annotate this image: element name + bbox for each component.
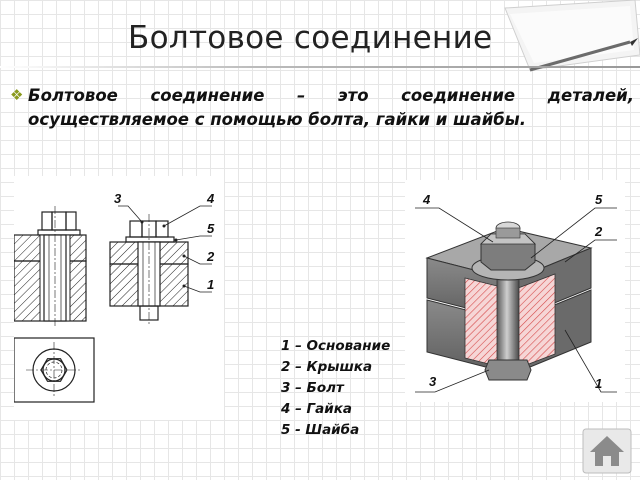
title-divider [0, 66, 640, 68]
top-view [13, 337, 95, 403]
legend-item: 5 - Шайба [281, 422, 360, 438]
drawing-label-2: 2 [206, 249, 215, 264]
orthographic-drawing: 3 4 5 2 1 [13, 176, 224, 420]
home-button[interactable] [582, 428, 632, 474]
isometric-cutaway: 4 5 2 3 1 [405, 180, 625, 402]
bolt-joint-drawing: 3 4 5 2 1 [13, 191, 215, 403]
drawing-label-3: 3 [114, 191, 122, 206]
iso-label-4: 4 [422, 192, 431, 207]
legend-item: 4 – Гайка [281, 401, 352, 417]
bolt-joint-isometric: 4 5 2 3 1 [415, 192, 617, 393]
parts-legend: 1 – Основание 2 – Крышка 3 – Болт 4 – Га… [281, 336, 390, 441]
definition-text: Болтовое соединение – это соединение дет… [28, 84, 634, 132]
definition-term: Болтовое соединение [28, 86, 265, 105]
drawing-label-1: 1 [207, 277, 214, 292]
paper-pencil-decoration [504, 0, 640, 72]
bullet-diamond-icon: ❖ [10, 86, 24, 104]
drawing-label-5: 5 [207, 221, 215, 236]
iso-label-3: 3 [429, 374, 437, 389]
assembled-view [13, 206, 87, 328]
drawing-leaders [118, 205, 212, 293]
legend-item: 3 – Болт [281, 380, 344, 396]
iso-label-5: 5 [595, 192, 603, 207]
drawing-label-4: 4 [206, 191, 215, 206]
iso-leaders [415, 207, 617, 393]
legend-item: 1 – Основание [281, 338, 391, 354]
iso-label-1: 1 [595, 376, 602, 391]
definition-body: – это соединение деталей, осуществляемое… [28, 86, 634, 129]
iso-label-2: 2 [594, 224, 603, 239]
slide-title: Болтовое соединение [128, 20, 493, 56]
definition-bullet: ❖ Болтовое соединение – это соединение д… [10, 84, 634, 132]
legend-item: 2 – Крышка [281, 359, 373, 375]
home-icon [582, 428, 632, 474]
section-view [109, 214, 189, 326]
